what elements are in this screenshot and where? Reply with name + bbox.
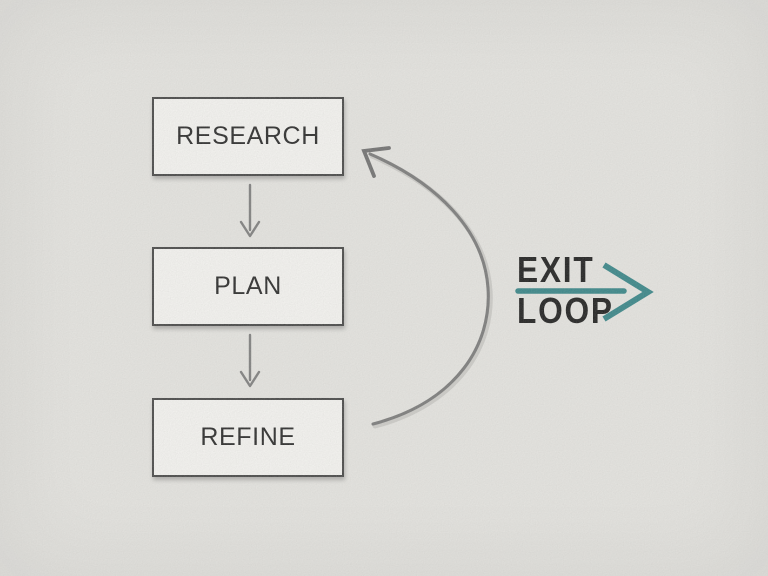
- down-arrow-icon: [239, 183, 261, 238]
- node-research-label: RESEARCH: [176, 122, 320, 150]
- exit-loop-label-line1: EXIT: [517, 249, 595, 290]
- loop-arrow-icon: [361, 146, 493, 429]
- node-refine: REFINE: [152, 398, 344, 477]
- node-plan: PLAN: [152, 247, 344, 326]
- node-refine-label: REFINE: [200, 423, 296, 451]
- exit-loop-label-line2: LOOP: [517, 290, 614, 331]
- node-research: RESEARCH: [152, 97, 344, 176]
- node-plan-label: PLAN: [214, 272, 282, 300]
- down-arrow-icon: [239, 333, 261, 388]
